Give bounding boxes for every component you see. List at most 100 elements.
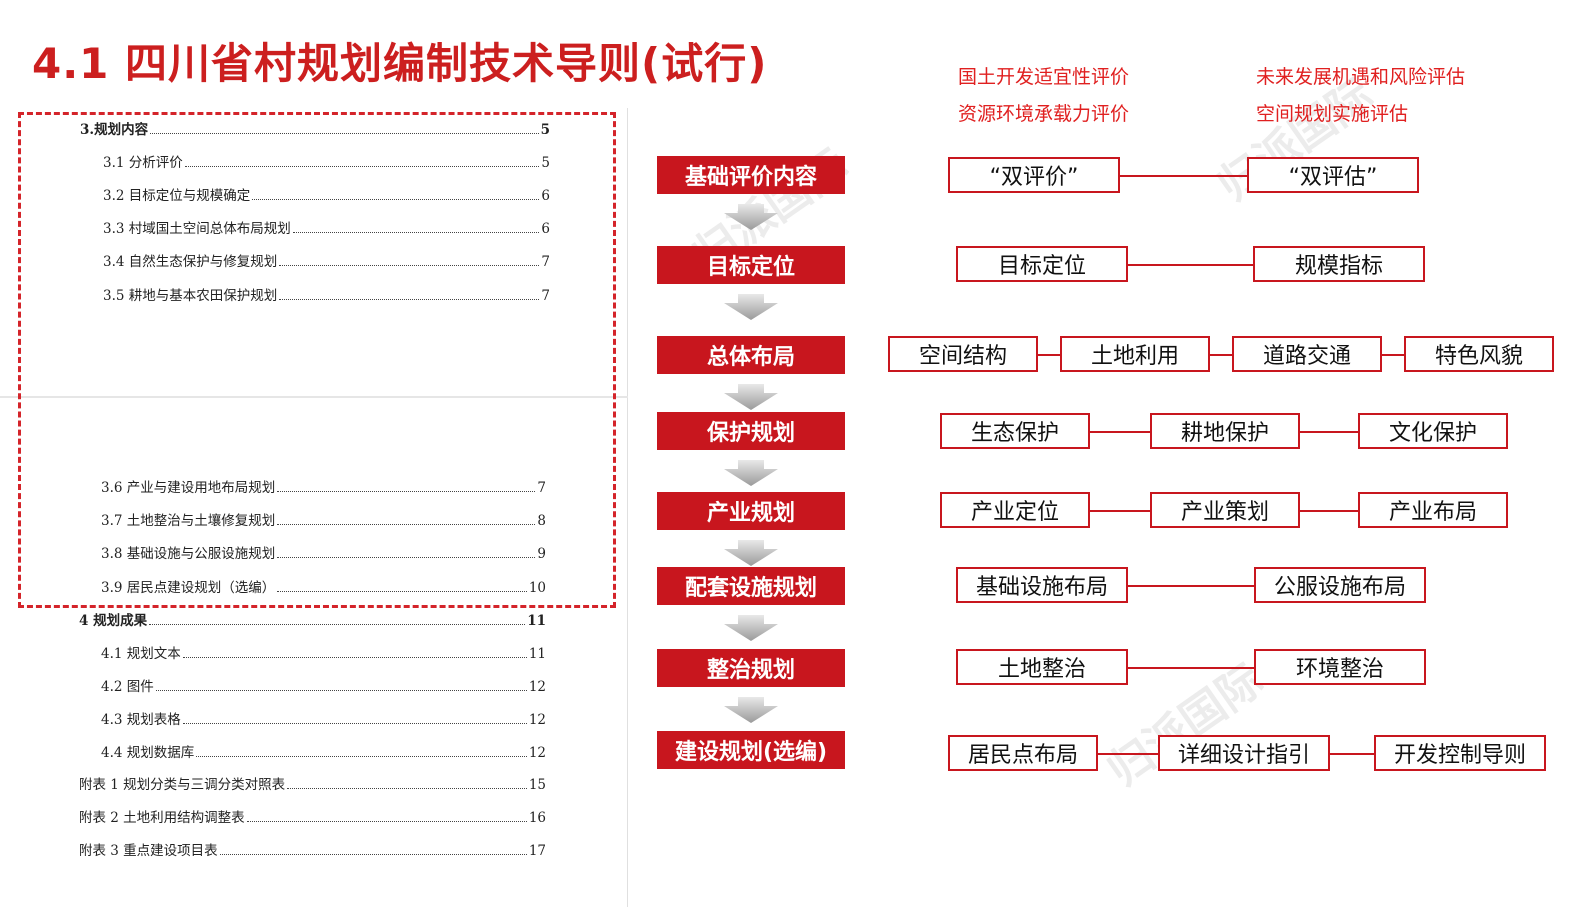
toc-entry-page: 15 bbox=[528, 777, 546, 793]
plan-item-box: 文化保护 bbox=[1358, 413, 1508, 449]
toc-entry-label: 3.5 耕地与基本农田保护规划 bbox=[103, 288, 278, 304]
connector-line bbox=[1300, 510, 1358, 512]
toc-entry-page: 9 bbox=[537, 546, 546, 562]
plan-item-box: 生态保护 bbox=[940, 413, 1090, 449]
connector-line bbox=[1090, 510, 1150, 512]
plan-item-box: 详细设计指引 bbox=[1158, 735, 1330, 771]
toc-entry-page: 5 bbox=[540, 122, 550, 138]
toc-entry-label: 3.规划内容 bbox=[80, 122, 149, 138]
toc-leader-dots bbox=[150, 133, 539, 134]
toc-entry-label: 4.2 图件 bbox=[101, 679, 154, 695]
connector-line bbox=[1038, 354, 1060, 356]
toc-leader-dots bbox=[182, 723, 527, 724]
toc-entry-page: 10 bbox=[528, 580, 546, 596]
plan-item-box: 规模指标 bbox=[1253, 246, 1425, 282]
toc-entry-label: 4.4 规划数据库 bbox=[101, 745, 195, 761]
toc-leader-dots bbox=[277, 524, 536, 525]
toc-entry-label: 3.4 自然生态保护与修复规划 bbox=[103, 254, 278, 270]
plan-item-box: 土地利用 bbox=[1060, 336, 1210, 372]
toc-leader-dots bbox=[149, 624, 526, 625]
toc-leader-dots bbox=[252, 199, 540, 200]
toc-entry-label: 4.1 规划文本 bbox=[101, 646, 181, 662]
toc-entry-page: 8 bbox=[537, 513, 546, 529]
toc-entry-label: 附表 2 土地利用结构调整表 bbox=[79, 810, 245, 826]
document-edge bbox=[627, 108, 628, 907]
connector-line bbox=[1120, 175, 1247, 177]
toc-entry: 4.2 图件 12 bbox=[101, 675, 546, 695]
toc-entry-label: 3.9 居民点建设规划（选编） bbox=[101, 580, 276, 596]
connector-line bbox=[1382, 354, 1404, 356]
page-break-divider bbox=[0, 396, 628, 398]
down-arrow-icon bbox=[724, 615, 778, 641]
down-arrow-icon bbox=[724, 384, 778, 410]
toc-entry-page: 6 bbox=[541, 188, 550, 204]
plan-item-box: 公服设施布局 bbox=[1254, 567, 1426, 603]
toc-entry-label: 3.2 目标定位与规模确定 bbox=[103, 188, 251, 204]
toc-entry-label: 3.3 村域国土空间总体布局规划 bbox=[103, 221, 291, 237]
flow-step: 配套设施规划 bbox=[657, 567, 845, 605]
toc-leader-dots bbox=[279, 265, 540, 266]
flow-step: 整治规划 bbox=[657, 649, 845, 687]
toc-leader-dots bbox=[287, 788, 527, 789]
toc-entry-label: 3.6 产业与建设用地布局规划 bbox=[101, 480, 276, 496]
toc-entry: 3.3 村域国土空间总体布局规划 6 bbox=[103, 217, 550, 237]
flow-step: 目标定位 bbox=[657, 246, 845, 284]
down-arrow-icon bbox=[724, 294, 778, 320]
toc-leader-dots bbox=[219, 854, 527, 855]
down-arrow-icon bbox=[724, 540, 778, 566]
flow-step: 保护规划 bbox=[657, 412, 845, 450]
toc-entry-label: 附表 3 重点建设项目表 bbox=[79, 843, 218, 859]
toc-entry-label: 4 规划成果 bbox=[79, 613, 148, 629]
toc-leader-dots bbox=[246, 821, 527, 822]
connector-line bbox=[1128, 264, 1253, 266]
toc-entry: 3.2 目标定位与规模确定 6 bbox=[103, 184, 550, 204]
toc-entry-page: 12 bbox=[528, 679, 546, 695]
toc-entry-label: 附表 1 规划分类与三调分类对照表 bbox=[79, 777, 286, 793]
toc-entry-page: 5 bbox=[541, 155, 550, 171]
toc-entry-label: 3.8 基础设施与公服设施规划 bbox=[101, 546, 276, 562]
toc-entry-page: 7 bbox=[541, 288, 550, 304]
toc-entry: 4.1 规划文本 11 bbox=[101, 642, 546, 662]
toc-leader-dots bbox=[196, 756, 527, 757]
plan-item-box: 产业布局 bbox=[1358, 492, 1508, 528]
plan-item-box: 基础设施布局 bbox=[956, 567, 1128, 603]
down-arrow-icon bbox=[724, 460, 778, 486]
plan-item-box: 居民点布局 bbox=[948, 735, 1098, 771]
page-title: 4.1 四川省村规划编制技术导则(试行) bbox=[32, 39, 768, 88]
toc-entry: 4.4 规划数据库 12 bbox=[101, 741, 546, 761]
plan-item-box: 耕地保护 bbox=[1150, 413, 1300, 449]
toc-leader-dots bbox=[277, 491, 536, 492]
toc-entry-page: 11 bbox=[528, 646, 546, 662]
connector-line bbox=[1300, 431, 1358, 433]
toc-entry-page: 12 bbox=[528, 745, 546, 761]
plan-item-box: “双评价” bbox=[948, 157, 1120, 193]
flow-step: 总体布局 bbox=[657, 336, 845, 374]
toc-entry-page: 17 bbox=[528, 843, 546, 859]
plan-item-box: 道路交通 bbox=[1232, 336, 1382, 372]
toc-leader-dots bbox=[277, 557, 536, 558]
toc-entry: 3.9 居民点建设规划（选编） 10 bbox=[101, 576, 546, 596]
toc-leader-dots bbox=[182, 657, 527, 658]
down-arrow-icon bbox=[724, 204, 778, 230]
flow-step: 建设规划(选编) bbox=[657, 731, 845, 769]
toc-leader-dots bbox=[292, 232, 540, 233]
plan-item-box: 产业定位 bbox=[940, 492, 1090, 528]
toc-entry: 3.5 耕地与基本农田保护规划 7 bbox=[103, 284, 550, 304]
plan-item-box: 产业策划 bbox=[1150, 492, 1300, 528]
toc-entry-page: 16 bbox=[528, 810, 546, 826]
toc-entry: 3.规划内容 5 bbox=[80, 118, 550, 138]
toc-entry: 附表 1 规划分类与三调分类对照表 15 bbox=[79, 773, 546, 793]
connector-line bbox=[1090, 431, 1150, 433]
plan-item-box: 环境整治 bbox=[1254, 649, 1426, 685]
toc-leader-dots bbox=[279, 299, 540, 300]
highlight-dashed-box bbox=[18, 112, 616, 608]
toc-entry-page: 12 bbox=[528, 712, 546, 728]
connector-line bbox=[1098, 753, 1158, 755]
toc-entry-label: 4.3 规划表格 bbox=[101, 712, 181, 728]
toc-entry-page: 6 bbox=[541, 221, 550, 237]
connector-line bbox=[1210, 354, 1232, 356]
